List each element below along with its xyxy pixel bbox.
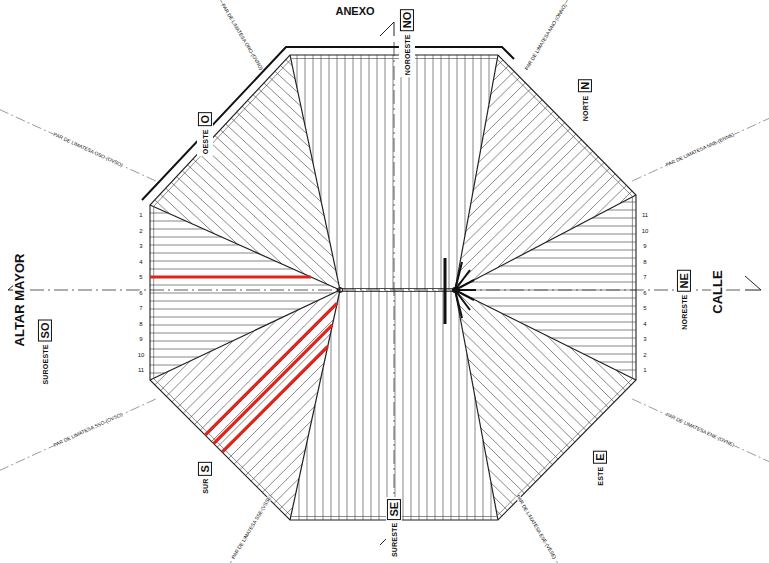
direction-letter: E bbox=[593, 450, 607, 463]
direction-box: SUR S bbox=[197, 460, 213, 496]
direction-box: NORTE N bbox=[577, 77, 593, 123]
hip-pair-label: PAR DE LIMATESA SSE-(VSSE) bbox=[231, 494, 273, 560]
direction-box: SUROESTE SO bbox=[37, 317, 53, 386]
direction-letter: SO bbox=[38, 319, 52, 341]
rafter-number: 2 bbox=[643, 351, 646, 357]
rafter-number: 1 bbox=[643, 367, 646, 373]
rafter-number: 2 bbox=[139, 227, 142, 233]
side-label: CALLE bbox=[711, 270, 725, 313]
direction-name: SUROESTE bbox=[42, 344, 49, 384]
direction-box: OESTE O bbox=[197, 110, 213, 156]
rafter-number: 9 bbox=[139, 336, 142, 342]
side-label: ALTAR MAYOR bbox=[13, 254, 27, 347]
side-label: ANEXO bbox=[335, 6, 374, 18]
rafter-number: 11 bbox=[642, 212, 648, 218]
rafter-number: 11 bbox=[138, 367, 144, 373]
direction-name: OESTE bbox=[202, 129, 209, 154]
rafter-number: 7 bbox=[643, 274, 646, 280]
rafter-number: 5 bbox=[139, 274, 142, 280]
rafter-number: 4 bbox=[139, 258, 142, 264]
direction-name: ESTE bbox=[597, 467, 604, 486]
rafter-number: 3 bbox=[643, 336, 646, 342]
direction-box: SURESTE SE bbox=[386, 497, 402, 559]
rafter-number: 5 bbox=[643, 305, 646, 311]
rafter-number: 6 bbox=[643, 289, 646, 295]
rafter-number: 3 bbox=[139, 243, 142, 249]
hip-pair-label: PAR DE LIMATESA ONO-(OVNO) bbox=[220, 3, 264, 71]
hip-pair-label: PAR DE LIMATESA ESE-(VESE) bbox=[515, 494, 557, 560]
rafter-number: 4 bbox=[643, 320, 646, 326]
direction-name: NORTE bbox=[582, 96, 589, 122]
direction-name: NORESTE bbox=[681, 295, 688, 330]
direction-letter: N bbox=[578, 79, 592, 93]
direction-name: NOROESTE bbox=[404, 34, 411, 75]
direction-box: NOROESTE NO bbox=[399, 7, 415, 77]
rafter-number: 10 bbox=[642, 227, 649, 233]
rafter-number: 6 bbox=[139, 289, 142, 295]
rafter-number: 1 bbox=[139, 212, 142, 218]
hip-pair-label: PAR DE LIMATESA NNO-(ONNO) bbox=[524, 3, 568, 71]
hip-pair-label: PAR DE LIMATESA ENE-(OVNE) bbox=[665, 412, 735, 448]
direction-letter: NE bbox=[677, 270, 691, 291]
direction-box: NORESTE NE bbox=[676, 268, 692, 332]
rafter-number: 8 bbox=[139, 320, 142, 326]
direction-name: SURESTE bbox=[391, 523, 398, 557]
rafter-number: 9 bbox=[643, 243, 646, 249]
hip-pair-label: PAR DE LIMATESA NNE-(ENNE) bbox=[665, 132, 735, 168]
direction-letter: O bbox=[198, 112, 212, 127]
rafter-number: 7 bbox=[139, 305, 142, 311]
direction-name: SUR bbox=[202, 478, 209, 493]
hip-pair-label: PAR DE LIMATESA OSO-(OVSO) bbox=[53, 132, 124, 168]
rafter-number: 10 bbox=[138, 351, 145, 357]
direction-letter: NO bbox=[400, 9, 414, 32]
rafter-number: 8 bbox=[643, 258, 646, 264]
hip-pair-label: PAR DE LIMATESA SSO-(OVSO) bbox=[53, 412, 123, 448]
direction-letter: S bbox=[198, 462, 212, 475]
direction-letter: SE bbox=[387, 499, 401, 520]
direction-box: ESTE E bbox=[592, 448, 608, 487]
